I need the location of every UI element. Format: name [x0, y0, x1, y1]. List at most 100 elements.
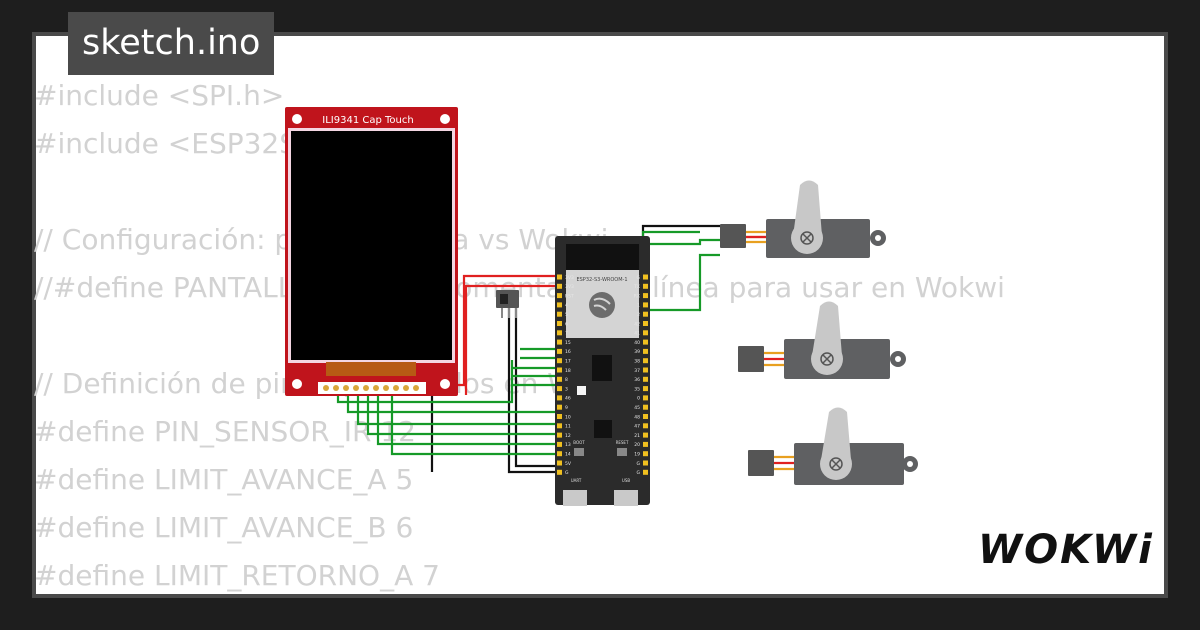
left-pin-12[interactable]: [557, 432, 562, 438]
left-pin-label: 17: [565, 359, 571, 365]
wire-green-11[interactable]: [390, 390, 556, 456]
right-pin-label: RX: [634, 293, 640, 299]
chip-2: [594, 420, 612, 438]
wire-red-2[interactable]: [464, 284, 556, 395]
right-pin-label: 1: [637, 303, 640, 309]
left-pin-label: G: [565, 470, 569, 476]
right-pin-38[interactable]: [643, 358, 648, 364]
display-ribbon: [326, 362, 416, 376]
right-pin-48[interactable]: [643, 414, 648, 419]
wire-black-1[interactable]: [507, 300, 556, 474]
right-pin-label: 2: [637, 312, 640, 318]
right-pin-41[interactable]: [643, 330, 648, 336]
left-pin-6[interactable]: [557, 321, 562, 326]
right-pin-label: 20: [634, 442, 640, 448]
uart-usb-port[interactable]: [563, 490, 587, 506]
right-pin-35[interactable]: [643, 386, 648, 392]
right-pin-20[interactable]: [643, 441, 648, 447]
left-pin-label: 3V3: [565, 275, 574, 281]
left-pin-label: 6: [565, 321, 568, 327]
left-pin-11[interactable]: [557, 423, 562, 429]
right-pin-label: G: [637, 470, 641, 476]
right-pin-label: 36: [634, 377, 640, 383]
servo-motor-3[interactable]: [748, 407, 918, 486]
boot-button[interactable]: [574, 448, 584, 456]
left-pin-18[interactable]: [557, 367, 562, 373]
wire-green-9[interactable]: [366, 390, 556, 436]
left-pin-3V3[interactable]: [557, 283, 562, 289]
right-pin-0[interactable]: [643, 395, 648, 401]
left-pin-14[interactable]: [557, 451, 562, 457]
esp32-s3-board[interactable]: ESP32-S3-WROOM-1 BOOT RESET UART USB 3V3…: [555, 236, 650, 506]
display-label: ILI9341 Cap Touch: [322, 115, 413, 126]
sketch-filename-tab[interactable]: sketch.ino: [68, 12, 275, 75]
left-pin-4[interactable]: [557, 302, 562, 308]
left-pin-13[interactable]: [557, 441, 562, 447]
slide-switch[interactable]: [496, 290, 519, 318]
right-pin-label: 19: [634, 452, 640, 458]
right-pin-47[interactable]: [643, 423, 648, 429]
servo-motor-1[interactable]: [720, 180, 886, 259]
left-pin-label: 9: [565, 405, 568, 411]
right-pin-42[interactable]: [643, 321, 648, 326]
left-pin-label: 14: [565, 452, 571, 458]
right-pin-G[interactable]: [643, 469, 648, 475]
servo-motor-2[interactable]: [738, 301, 906, 380]
left-pin-5V[interactable]: [557, 460, 562, 466]
left-pin-3V3[interactable]: [557, 274, 562, 280]
right-pin-37[interactable]: [643, 367, 648, 373]
left-pin-RST[interactable]: [557, 293, 562, 299]
left-pin-7[interactable]: [557, 330, 562, 336]
right-pin-TX[interactable]: [643, 283, 648, 289]
left-pin-label: 46: [565, 396, 571, 402]
svg-text:UART: UART: [571, 478, 582, 483]
left-pin-label: 11: [565, 424, 571, 430]
left-pin-label: 15: [565, 340, 571, 346]
left-pin-10[interactable]: [557, 414, 562, 419]
right-pin-21[interactable]: [643, 432, 648, 438]
right-pin-label: 40: [634, 340, 640, 346]
right-pin-40[interactable]: [643, 339, 648, 345]
display-screen: [291, 131, 452, 360]
right-pin-label: G: [637, 275, 641, 281]
left-pin-label: 13: [565, 442, 571, 448]
left-pin-46[interactable]: [557, 395, 562, 401]
right-pin-2[interactable]: [643, 311, 648, 317]
left-pin-G[interactable]: [557, 469, 562, 475]
left-pin-17[interactable]: [557, 358, 562, 364]
right-pin-label: 48: [634, 414, 640, 420]
wire-green-servo1b[interactable]: [641, 230, 700, 248]
right-pin-label: 0: [637, 396, 640, 402]
left-pin-16[interactable]: [557, 348, 562, 354]
left-pin-3[interactable]: [557, 386, 562, 392]
right-pin-1[interactable]: [643, 302, 648, 308]
left-pin-5[interactable]: [557, 311, 562, 317]
right-pin-19[interactable]: [643, 451, 648, 457]
reset-button[interactable]: [617, 448, 627, 456]
right-pin-G[interactable]: [643, 460, 648, 466]
right-pin-45[interactable]: [643, 404, 648, 410]
left-pin-9[interactable]: [557, 404, 562, 410]
right-pin-label: 47: [634, 424, 640, 430]
wire-green-10[interactable]: [376, 390, 556, 446]
usb-port[interactable]: [614, 490, 638, 506]
right-pin-39[interactable]: [643, 348, 648, 354]
right-pin-RX[interactable]: [643, 293, 648, 299]
code-line: #define PIN_SENSOR_IR 12: [34, 415, 416, 448]
right-pin-label: 42: [634, 321, 640, 327]
ili9341-display[interactable]: ILI9341 Cap Touch: [285, 107, 458, 396]
wire-green-8[interactable]: [356, 390, 556, 426]
wire-green-servo1[interactable]: [650, 253, 720, 312]
wire-green-7[interactable]: [346, 390, 556, 414]
wire-red-vcc[interactable]: [458, 274, 556, 387]
right-pin-G[interactable]: [643, 274, 648, 280]
wokwi-logo: WOKWi: [978, 527, 1154, 573]
right-pin-label: 45: [634, 405, 640, 411]
espressif-logo-icon: [589, 292, 615, 318]
right-pin-label: 38: [634, 359, 640, 365]
left-pin-15[interactable]: [557, 339, 562, 345]
left-pin-8[interactable]: [557, 376, 562, 382]
right-pin-36[interactable]: [643, 376, 648, 382]
wire-black-switch[interactable]: [514, 300, 556, 468]
